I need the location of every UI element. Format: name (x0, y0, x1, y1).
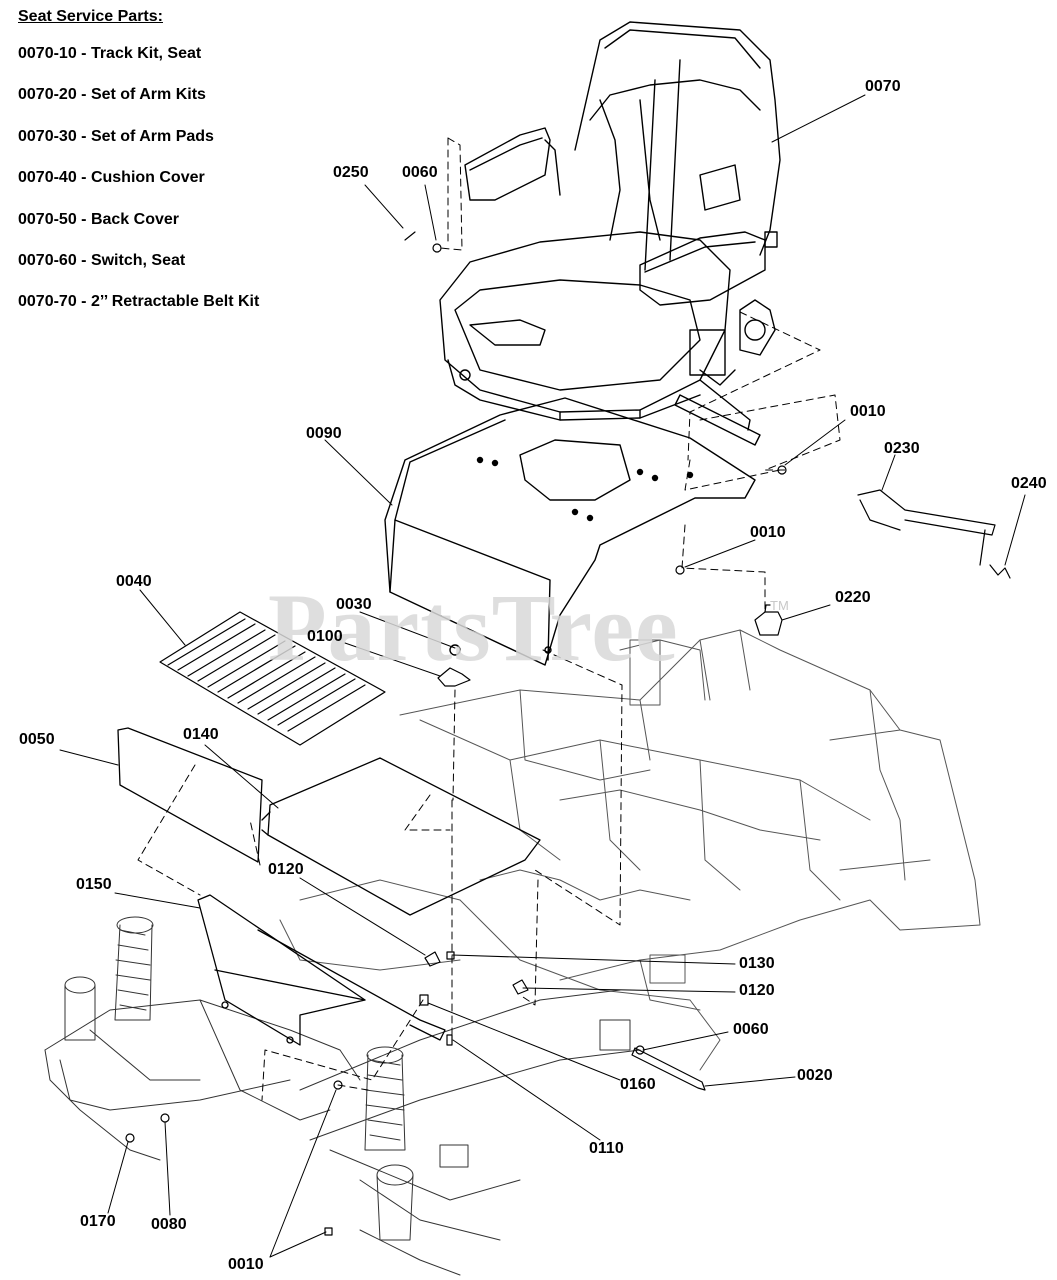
partstree-watermark: PartsTree (268, 574, 679, 681)
legend-item: 0070-10 - Track Kit, Seat (18, 45, 202, 62)
legend-item: 0070-60 - Switch, Seat (18, 251, 186, 269)
callout-0070[interactable]: 0070 (865, 78, 901, 95)
callout-0230[interactable]: 0230 (884, 440, 920, 457)
callout-0010[interactable]: 0010 (850, 403, 886, 420)
watermark-trademark: TM (770, 598, 789, 613)
seat-pan (384, 397, 756, 666)
callout-0090[interactable]: 0090 (306, 425, 342, 442)
legend-item: 0070-40 - Cushion Cover (18, 169, 205, 187)
callout-0240[interactable]: 0240 (1011, 475, 1047, 492)
callout-0120[interactable]: 0120 (739, 982, 775, 999)
front-suspension (44, 916, 641, 1276)
side-panel (117, 727, 263, 863)
callout-0150[interactable]: 0150 (76, 876, 112, 893)
assembly-dashed-lines (137, 137, 841, 1101)
callout-0250[interactable]: 0250 (333, 164, 369, 181)
legend-item: 0070-50 - Back Cover (18, 210, 179, 228)
floor-mat (159, 611, 386, 746)
legend-item: 0070-70 - 2’’ Retractable Belt Kit (18, 293, 260, 311)
callout-0020[interactable]: 0020 (797, 1067, 833, 1084)
callout-0060[interactable]: 0060 (402, 164, 438, 181)
callout-0160[interactable]: 0160 (620, 1076, 656, 1093)
callout-0060[interactable]: 0060 (733, 1021, 769, 1038)
chassis-frame (279, 629, 981, 1071)
callout-0030[interactable]: 0030 (336, 596, 372, 613)
callout-0040[interactable]: 0040 (116, 573, 152, 590)
legend-item: 0070-30 - Set of Arm Pads (18, 127, 214, 145)
callout-0110[interactable]: 0110 (589, 1140, 624, 1157)
legend-title: Seat Service Parts: (18, 8, 163, 25)
callout-0010[interactable]: 0010 (228, 1256, 264, 1273)
callout-0100[interactable]: 0100 (307, 628, 343, 645)
callout-0080[interactable]: 0080 (151, 1216, 187, 1233)
front-plate (197, 894, 446, 1046)
callout-0140[interactable]: 0140 (183, 726, 219, 743)
leader-lines (59, 94, 1026, 1258)
callout-0130[interactable]: 0130 (739, 955, 775, 972)
callout-0120[interactable]: 0120 (268, 861, 304, 878)
floor-pan (261, 757, 541, 916)
callout-0170[interactable]: 0170 (80, 1213, 116, 1230)
seat-service-parts-legend: Seat Service Parts: 0070-10 - Track Kit,… (18, 8, 259, 334)
callout-0220[interactable]: 0220 (835, 589, 871, 606)
seat-assembly (439, 21, 781, 446)
callout-0050[interactable]: 0050 (19, 731, 55, 748)
callout-0010[interactable]: 0010 (750, 524, 786, 541)
legend-item: 0070-20 - Set of Arm Kits (18, 86, 206, 104)
